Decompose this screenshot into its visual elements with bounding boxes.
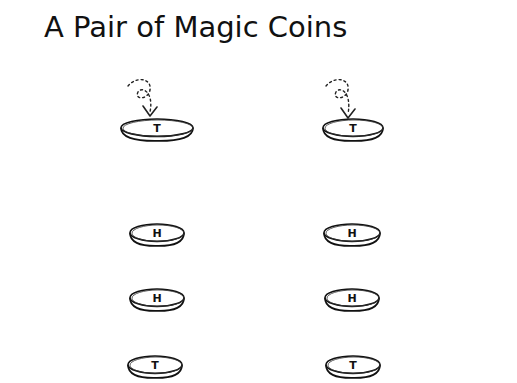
coin-top — [121, 119, 193, 136]
coin-face: H — [152, 293, 161, 304]
coin-top — [323, 119, 383, 136]
coin-face: H — [347, 228, 356, 239]
coin-sketch — [326, 225, 380, 241]
coin-top — [326, 356, 380, 373]
coin-face: T — [153, 123, 161, 134]
coin: T — [324, 354, 382, 379]
coin-top — [130, 289, 184, 306]
flip-path — [128, 80, 151, 112]
coin-sketch — [328, 357, 380, 373]
coin: T — [126, 354, 184, 379]
coin: T — [119, 117, 195, 142]
coin-sketch — [325, 120, 383, 136]
coin-face: H — [152, 228, 161, 239]
coin: H — [128, 222, 186, 247]
coin: H — [323, 287, 381, 312]
coin-face: T — [349, 360, 357, 371]
coin: T — [321, 117, 385, 142]
coin-top — [324, 224, 380, 241]
coin: H — [322, 222, 382, 247]
coin-face: H — [347, 293, 356, 304]
coin-top — [128, 356, 182, 373]
coin-top — [130, 224, 184, 241]
coin-sketch — [130, 357, 182, 373]
coin-face: T — [151, 360, 159, 371]
arrow-head — [143, 106, 157, 116]
coin-sketch — [123, 120, 193, 136]
arrow-head — [341, 108, 355, 118]
diagram-title: A Pair of Magic Coins — [44, 10, 347, 44]
coin-sketch — [327, 290, 379, 306]
coin-sketch — [132, 225, 184, 241]
coin-sketch — [132, 290, 184, 306]
coin: H — [128, 287, 186, 312]
coin-face: T — [349, 123, 357, 134]
flip-path — [326, 80, 349, 114]
coin-top — [325, 289, 379, 306]
